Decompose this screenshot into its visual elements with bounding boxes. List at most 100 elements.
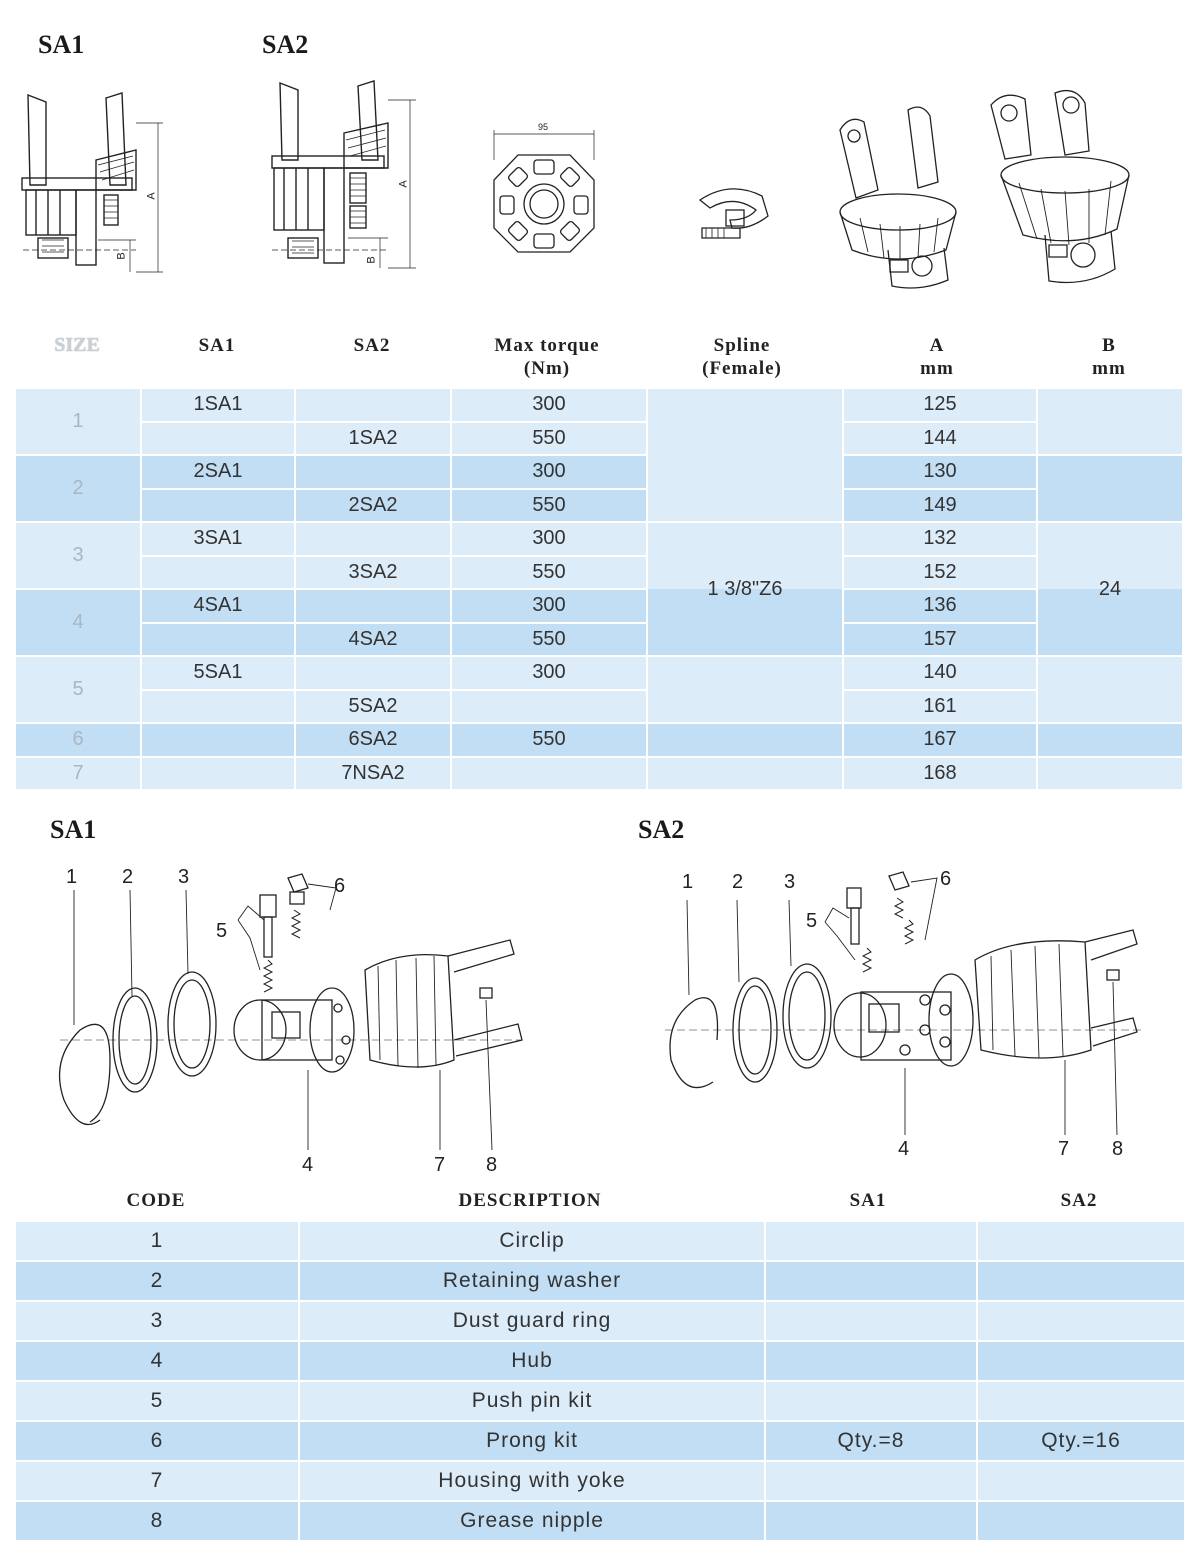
prong-detail-drawing [690, 180, 775, 250]
description-cell: Retaining washer [300, 1262, 764, 1300]
dim-label-95: 95 [538, 122, 549, 132]
b-header-line2: mm [1092, 358, 1126, 379]
sa2-callout-3: 3 [784, 871, 796, 893]
sa2-cell: 5SA2 [296, 690, 450, 722]
a-cell: 161 [844, 690, 1036, 722]
table-row: 2 2SA1 300 130 [16, 456, 1182, 521]
torque-cell: 300 [452, 590, 646, 622]
sa1-callout-4: 4 [302, 1154, 314, 1176]
sa1-qty-cell [766, 1222, 976, 1260]
a-header-line2: mm [920, 358, 954, 379]
exploded-heading-sa2: SA2 [638, 815, 685, 844]
a-cell: 144 [844, 422, 1036, 454]
sa2-qty-cell [978, 1502, 1184, 1540]
sa1-section-drawing: A B [18, 90, 173, 280]
spline-empty-cell [648, 389, 842, 521]
sa2-cell [296, 590, 450, 622]
description-cell: Housing with yoke [300, 1462, 764, 1500]
sa1-isometric-drawing [830, 100, 980, 295]
a-cell: 168 [844, 757, 1036, 789]
description-cell: Circlip [300, 1222, 764, 1260]
torque-cell: 300 [452, 389, 646, 421]
sa2-cell: 6SA2 [296, 724, 450, 756]
dim-label-a: A [145, 192, 158, 200]
table-row: 5SA2 161 [16, 690, 1182, 722]
sa1-callout-5: 5 [216, 920, 228, 942]
b-empty-cell [1038, 724, 1182, 756]
dim-label-a: A [397, 180, 410, 188]
table-row: 1 1SA1 300 125 [16, 389, 1182, 521]
torque-cell: 300 [452, 523, 646, 555]
torque-cell: 550 [452, 724, 646, 756]
sa1-cell: 1SA1 [142, 389, 294, 421]
b-empty-cell [1038, 757, 1182, 789]
sa1-qty-cell [766, 1462, 976, 1500]
table-row: 7 Housing with yoke [16, 1462, 1184, 1500]
code-cell: 2 [16, 1262, 298, 1300]
size-cell: 2 [16, 456, 140, 521]
table-row: 1 Circlip [16, 1222, 1184, 1260]
b-cell: 24 [1038, 523, 1182, 655]
sa1-qty-cell [766, 1342, 976, 1380]
size-cell: 3 [16, 523, 140, 588]
code-cell: 7 [16, 1462, 298, 1500]
a-cell: 157 [844, 623, 1036, 655]
torque-cell: 550 [452, 556, 646, 588]
code-cell: 5 [16, 1382, 298, 1420]
sa2-cell [296, 456, 450, 488]
sa1-cell [142, 556, 294, 588]
table-row: 2SA2 550 149 [16, 489, 1182, 521]
sa2-exploded-drawing [655, 860, 1175, 1150]
sa2-qty-cell [978, 1382, 1184, 1420]
hub-face-drawing: 95 [488, 120, 600, 260]
a-column-header: A mm [842, 334, 1032, 380]
b-empty-cell [1038, 456, 1182, 521]
torque-header-line1: Max torque [494, 335, 600, 356]
size-cell: 4 [16, 590, 140, 655]
torque-header-line2: (Nm) [523, 358, 571, 379]
code-column-header: CODE [126, 1190, 186, 1211]
torque-cell: 550 [452, 623, 646, 655]
spline-empty-cell [648, 657, 842, 722]
sa1-cell [142, 724, 294, 756]
table-row: 3 Dust guard ring [16, 1302, 1184, 1340]
sa2-qty-cell [978, 1342, 1184, 1380]
sa2-cell: 1SA2 [296, 422, 450, 454]
torque-cell: 550 [452, 422, 646, 454]
size-cell: 1 [16, 389, 140, 454]
sa1-cell [142, 623, 294, 655]
spline-empty-cell [648, 724, 842, 756]
table-row: 3SA2 550 152 [16, 556, 1182, 588]
sa1-cell [142, 489, 294, 521]
table-row: 2 Retaining washer [16, 1262, 1184, 1300]
size-table: 1 1SA1 300 125 1SA2 550 144 2 2SA1 300 1… [14, 387, 1184, 791]
sa2-callout-5: 5 [806, 910, 818, 932]
sa1-exploded-drawing [40, 860, 560, 1160]
size-cell: 7 [16, 757, 140, 789]
sa2-qty-cell [978, 1222, 1184, 1260]
size-cell: 5 [16, 657, 140, 722]
torque-column-header: Max torque (Nm) [452, 334, 642, 380]
sa1-callout-3: 3 [178, 866, 190, 888]
b-column-header: B mm [1036, 334, 1182, 380]
table-row: 6 6SA2 550 167 [16, 724, 1182, 756]
description-column-header: DESCRIPTION [458, 1190, 602, 1211]
spline-empty-cell [648, 757, 842, 789]
sa2-qty-cell: Qty.=16 [978, 1422, 1184, 1460]
code-cell: 4 [16, 1342, 298, 1380]
code-cell: 1 [16, 1222, 298, 1260]
torque-cell: 300 [452, 657, 646, 689]
torque-cell: 550 [452, 489, 646, 521]
spline-header-line2: (Female) [702, 358, 782, 379]
table-row: 4 Hub [16, 1342, 1184, 1380]
b-empty-cell [1038, 389, 1182, 454]
table-row: 3 3SA1 300 1 3/8"Z6 132 24 [16, 523, 1182, 655]
a-cell: 125 [844, 389, 1036, 421]
parts-sa2-column-header: SA2 [1060, 1190, 1098, 1211]
sa2-column-header: SA2 [353, 335, 391, 356]
code-cell: 6 [16, 1422, 298, 1460]
torque-cell: 300 [452, 456, 646, 488]
table-row: 5 Push pin kit [16, 1382, 1184, 1420]
dim-label-b: B [115, 252, 128, 260]
table-row: 4SA2 550 157 [16, 623, 1182, 655]
